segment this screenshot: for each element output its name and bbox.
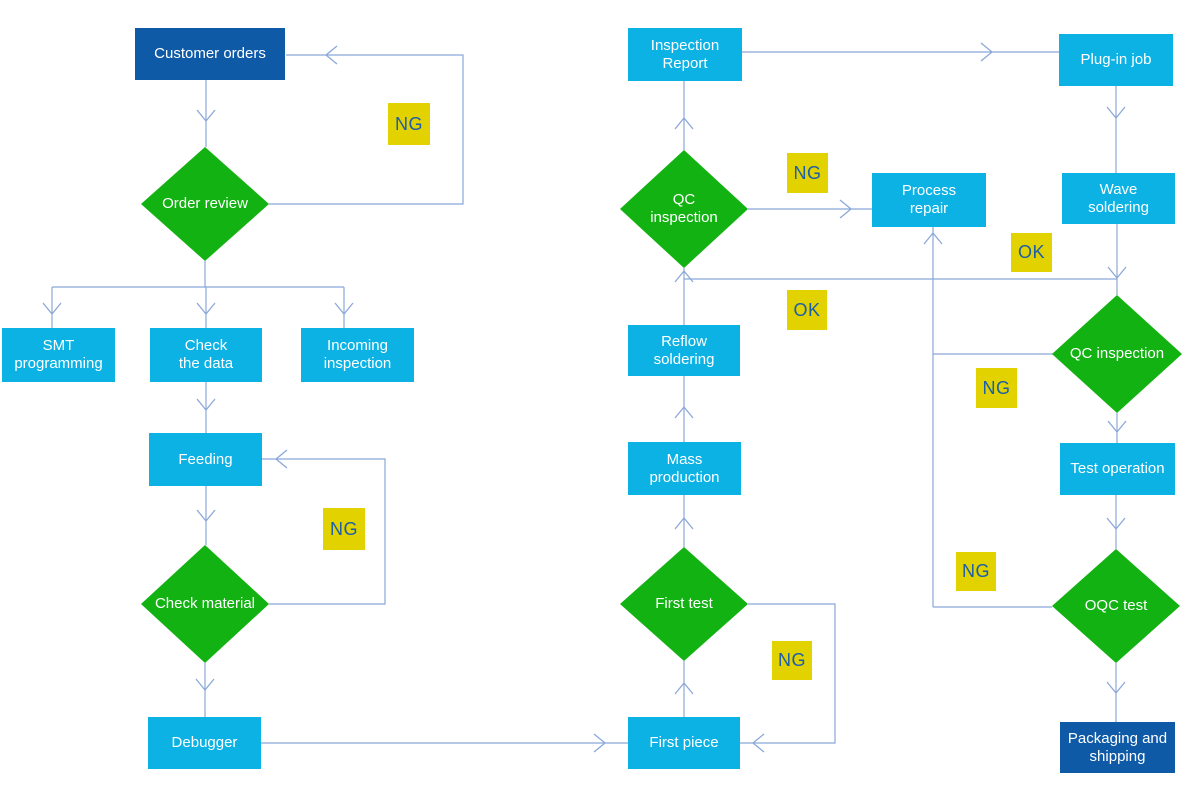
node-reflow-soldering: Reflow soldering [628, 325, 740, 376]
node-label: Check the data [178, 337, 234, 372]
arrowhead-down-icon [196, 398, 216, 412]
arrowhead-left-icon [751, 733, 765, 753]
node-label: Packaging and shipping [1067, 729, 1168, 765]
arrowhead-left-icon [324, 45, 338, 65]
branch-label-text: NG [793, 162, 822, 183]
node-label: SMT programming [14, 337, 103, 372]
branch-label-ok-qc-inspection: OK [787, 290, 827, 330]
node-label: Reflow soldering [653, 332, 715, 368]
arrowhead-down-icon [42, 302, 62, 316]
node-label: Mass production [649, 450, 720, 486]
node-label: Order review [162, 195, 248, 213]
edge-first-test-ng-return [740, 603, 836, 744]
arrowhead-down-icon [195, 678, 215, 692]
arrowhead-up-icon [923, 231, 943, 245]
branch-label-ng-check-material: NG [323, 508, 365, 550]
arrowhead-left-icon [274, 449, 288, 469]
arrowhead-down-icon [196, 109, 216, 123]
node-label: Feeding [178, 450, 233, 468]
branch-label-text: OK [793, 299, 821, 320]
arrowhead-down-icon [196, 302, 216, 316]
node-inspection-report: Inspection Report [628, 28, 742, 81]
arrowhead-down-icon [1107, 420, 1127, 434]
arrowhead-down-icon [1106, 517, 1126, 531]
node-customer-orders: Customer orders [135, 28, 285, 80]
branch-label-ng-first-test: NG [772, 641, 812, 680]
node-wave-soldering: Wave soldering [1062, 173, 1175, 224]
node-label: QC inspection [1069, 345, 1165, 363]
node-feeding: Feeding [149, 433, 262, 486]
arrowhead-up-icon [674, 405, 694, 419]
branch-label-ok-wave-soldering: OK [1011, 233, 1052, 272]
node-label: Process repair [901, 182, 957, 217]
branch-label-text: NG [395, 113, 423, 134]
arrowhead-up-icon [674, 269, 694, 283]
node-smt-programming: SMT programming [2, 328, 115, 382]
arrowhead-right-icon [980, 42, 994, 62]
node-check-the-data: Check the data [150, 328, 262, 382]
arrowhead-down-icon [1106, 681, 1126, 695]
node-label: Wave soldering [1088, 180, 1149, 216]
branch-label-ng-qc-inspection-right: NG [976, 368, 1017, 408]
edge-order-review-ng-return [269, 54, 464, 205]
arrowhead-down-icon [196, 509, 216, 523]
node-test-operation: Test operation [1060, 443, 1175, 495]
branch-label-ng-oqc-test: NG [956, 552, 996, 591]
branch-label-text: NG [330, 518, 358, 539]
node-label: Test operation [1070, 460, 1165, 478]
branch-label-ng-order-review: NG [388, 103, 430, 145]
node-mass-production: Mass production [628, 442, 741, 495]
node-label: Incoming inspection [323, 337, 392, 372]
node-packaging-shipping: Packaging and shipping [1060, 722, 1175, 773]
node-label: Debugger [171, 734, 238, 752]
node-label: First piece [649, 734, 719, 752]
branch-label-ng-qc-inspection: NG [787, 153, 828, 193]
arrowhead-down-icon [1107, 266, 1127, 280]
node-label: QC inspection [650, 191, 718, 226]
branch-label-text: NG [982, 377, 1011, 398]
arrowhead-down-icon [1106, 106, 1126, 120]
node-label: Check material [154, 595, 256, 613]
node-process-repair: Process repair [872, 173, 986, 227]
node-label: Inspection Report [650, 36, 720, 72]
node-debugger: Debugger [148, 717, 261, 769]
node-label: Customer orders [154, 45, 266, 63]
edge-check-material-ng-return [262, 458, 386, 605]
node-incoming-inspection: Incoming inspection [301, 328, 414, 382]
arrowhead-down-icon [334, 302, 354, 316]
node-plug-in-job: Plug-in job [1059, 34, 1173, 86]
node-first-piece: First piece [628, 717, 740, 769]
arrowhead-up-icon [674, 116, 694, 130]
branch-label-text: NG [778, 650, 806, 670]
arrowhead-up-icon [674, 681, 694, 695]
node-label: Plug-in job [1080, 51, 1152, 69]
branch-label-text: NG [962, 561, 990, 581]
node-label: OQC test [1084, 597, 1148, 615]
arrowhead-right-icon [839, 199, 853, 219]
branch-label-text: OK [1017, 242, 1045, 262]
arrowhead-up-icon [674, 516, 694, 530]
node-label: First test [655, 595, 713, 613]
arrowhead-right-icon [593, 733, 607, 753]
